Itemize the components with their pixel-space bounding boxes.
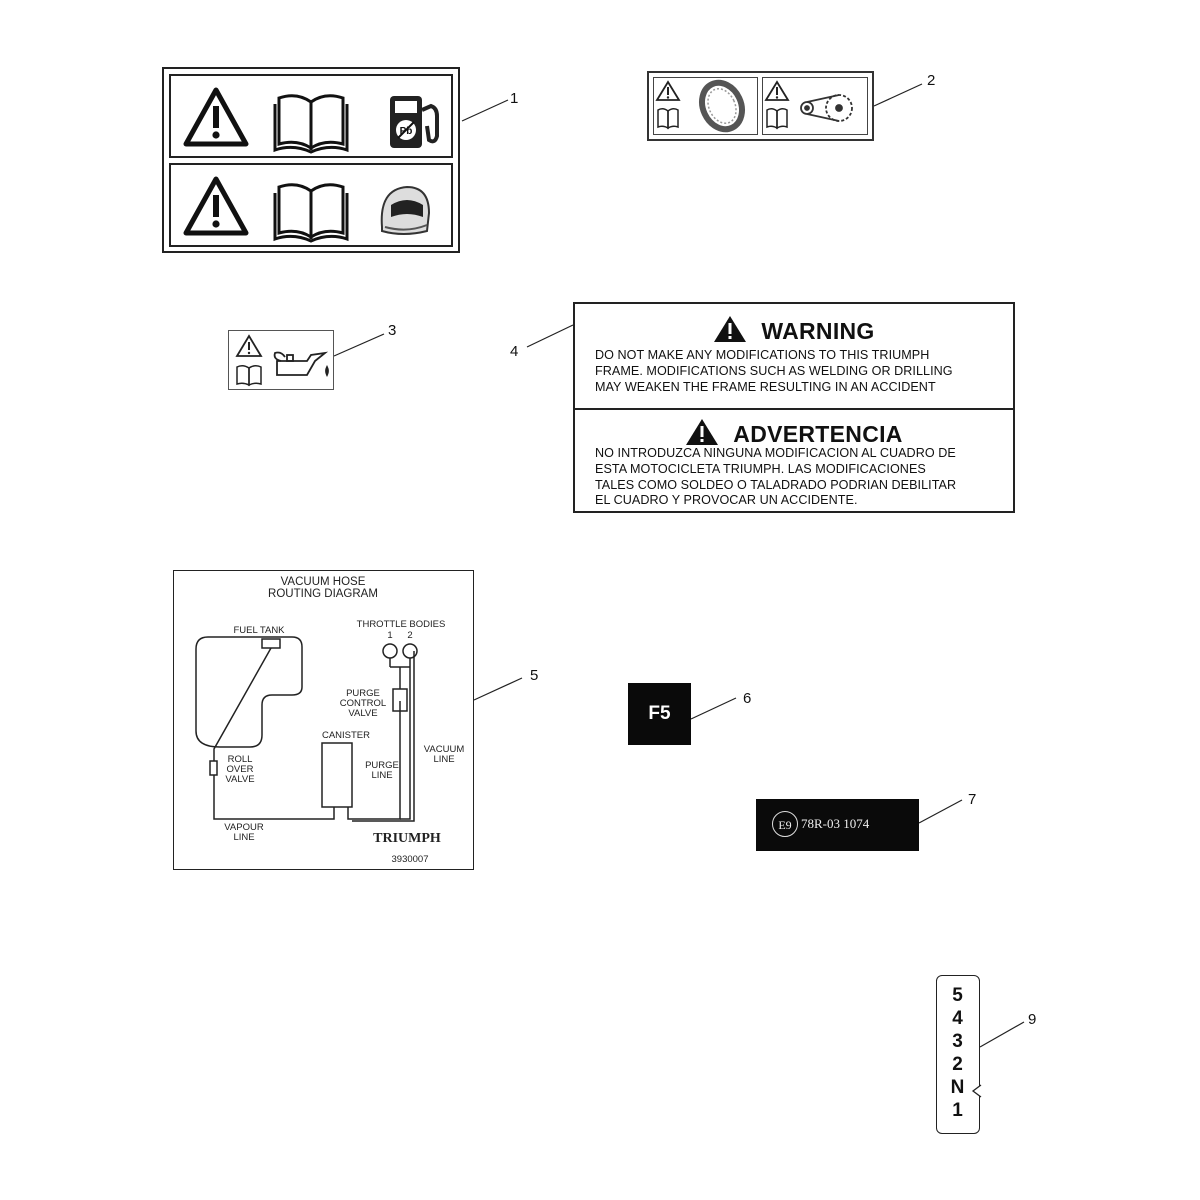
roll-over-valve	[209, 760, 218, 776]
warning-line: MAY WEAKEN THE FRAME RESULTING IN AN ACC…	[595, 379, 936, 394]
warning-divider	[575, 408, 1013, 410]
manual-book-icon	[236, 364, 262, 387]
label-2-tyre-chain-pictograms	[647, 71, 874, 141]
warning-body: DO NOT MAKE ANY MODIFICATIONS TO THIS TR…	[595, 348, 1005, 395]
oil-can-icon	[273, 351, 329, 378]
e-mark-circle: E9	[772, 811, 798, 837]
canister-label: CANISTER	[321, 730, 371, 741]
leader-line-5	[473, 677, 523, 701]
canister	[321, 742, 353, 808]
warning-triangle-icon	[685, 418, 719, 452]
warning-triangle-icon	[235, 334, 263, 357]
throttle-body-1-label: 1	[387, 630, 393, 641]
leader-line-4	[526, 324, 574, 348]
label-1-row-fuel: Pb	[169, 74, 453, 158]
diagram-title: VACUUM HOSE ROUTING DIAGRAM	[268, 576, 378, 600]
gear-2: 2	[952, 1054, 963, 1075]
warning-triangle-icon	[713, 315, 747, 349]
callout-9: 9	[1028, 1011, 1037, 1028]
roll-over-valve-label: ROLL OVER VALVE	[225, 754, 255, 785]
vapour-line	[213, 775, 335, 820]
leader-line-3	[333, 333, 385, 357]
callout-2: 2	[927, 72, 936, 89]
advertencia-body: NO INTRODUZCA NINGUNA MODIFICACION AL CU…	[595, 446, 1005, 509]
label-3-oil-pictogram	[228, 330, 334, 390]
hose-routing-drawing	[195, 636, 418, 822]
vapour-line-label: VAPOUR LINE	[224, 822, 264, 843]
label-6-f5-tag: F5	[628, 683, 691, 745]
warning-title: WARNING	[761, 318, 875, 344]
label-2-cell-tyre	[653, 77, 758, 135]
fuel-tank-outline	[195, 636, 303, 748]
label-7-approval-mark: E9 78R-03 1074	[756, 799, 919, 851]
manual-book-icon	[657, 107, 679, 130]
leader-line-9	[979, 1021, 1025, 1048]
manual-book-icon	[273, 183, 349, 243]
warning-triangle-icon	[655, 80, 681, 101]
approval-code: 78R-03 1074	[801, 816, 870, 831]
part-number: 3930007	[391, 854, 429, 865]
neutral-pointer-icon	[971, 1084, 982, 1098]
leader-line-7	[918, 799, 963, 824]
gear-1: 1	[952, 1100, 963, 1121]
purge-control-valve-label: PURGE CONTROL VALVE	[339, 688, 387, 719]
gear-3: 3	[952, 1031, 963, 1052]
label-9-gear-indicator: 5 4 3 2 N 1	[936, 975, 982, 1134]
advertencia-heading: ADVERTENCIA	[575, 418, 1013, 452]
fuel-tank-cap	[261, 638, 281, 649]
callout-6: 6	[743, 690, 752, 707]
purge-line-label: PURGE LINE	[365, 760, 399, 781]
callout-5: 5	[530, 667, 539, 684]
callout-7: 7	[968, 791, 977, 808]
chain-sprocket-icon	[800, 94, 853, 122]
advertencia-line: NO INTRODUZCA NINGUNA MODIFICACION AL CU…	[595, 446, 956, 460]
vacuum-line	[400, 658, 411, 820]
warning-line: FRAME. MODIFICATIONS SUCH AS WELDING OR …	[595, 363, 953, 378]
advertencia-line: ESTA MOTOCICLETA TRIUMPH. LAS MODIFICACI…	[595, 461, 926, 476]
throttle-body-1	[382, 643, 398, 659]
label-5-vacuum-hose-diagram: VACUUM HOSE ROUTING DIAGRAM	[173, 570, 474, 870]
advertencia-line: TALES COMO SOLDEO O TALADRADO PODRIAN DE…	[595, 477, 957, 492]
warning-triangle-icon	[764, 80, 790, 101]
leader-line-1	[461, 99, 509, 122]
label-4-frame-warning: WARNING DO NOT MAKE ANY MODIFICATIONS TO…	[573, 302, 1015, 513]
fuel-tank-label: FUEL TANK	[233, 625, 285, 636]
tyre-icon	[699, 79, 745, 133]
advertencia-line: EL CUADRO Y PROVOCAR UN ACCIDENTE.	[595, 493, 858, 508]
vacuum-line-label: VACUUM LINE	[423, 744, 465, 765]
warning-triangle-icon	[183, 87, 249, 147]
advertencia-title: ADVERTENCIA	[733, 421, 903, 447]
callout-1: 1	[510, 90, 519, 107]
callout-3: 3	[388, 322, 397, 339]
throttle-bodies-label: THROTTLE BODIES	[356, 619, 446, 630]
warning-heading: WARNING	[575, 315, 1013, 349]
svg-text:Pb: Pb	[400, 126, 413, 137]
leader-line-2	[873, 83, 923, 107]
gear-5: 5	[952, 985, 963, 1006]
gear-neutral: N	[950, 1077, 965, 1098]
warning-line: DO NOT MAKE ANY MODIFICATIONS TO THIS TR…	[595, 348, 930, 362]
helmet-icon	[380, 185, 431, 235]
tank-vent-line	[213, 647, 272, 761]
purge-line	[347, 701, 401, 820]
throttle-body-2	[402, 643, 418, 659]
label-1-warning-pictograms: Pb	[162, 67, 460, 253]
triumph-logo: TRIUMPH	[373, 831, 441, 846]
fuel-pump-icon: Pb	[390, 96, 439, 148]
throttle-body-2-label: 2	[407, 630, 413, 641]
gear-4: 4	[952, 1008, 963, 1029]
label-1-row-helmet	[169, 163, 453, 247]
manual-book-icon	[273, 94, 349, 154]
callout-4: 4	[510, 343, 519, 360]
leader-line-6	[690, 697, 737, 720]
warning-triangle-icon	[183, 176, 249, 236]
label-2-cell-chain	[762, 77, 868, 135]
manual-book-icon	[766, 107, 788, 130]
